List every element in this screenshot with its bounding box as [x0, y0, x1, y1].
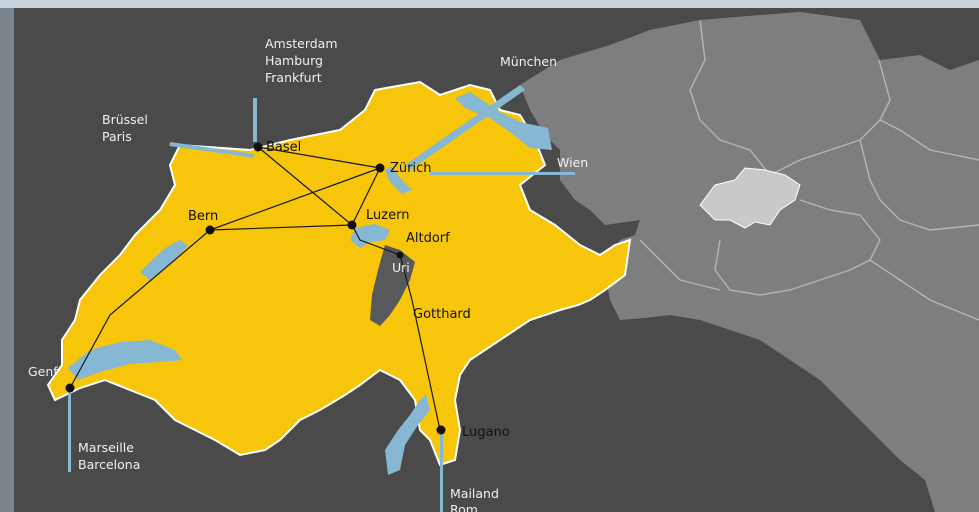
label-luzern: Luzern: [366, 208, 409, 223]
label-lugano: Lugano: [462, 425, 510, 440]
label-bruessel: Brüssel: [102, 112, 148, 127]
city-dots: [65, 142, 446, 435]
lake-geneva: [68, 340, 182, 380]
lugano-dot: [436, 425, 446, 435]
label-hamburg: Hamburg: [265, 53, 323, 68]
genf-dot: [65, 383, 75, 393]
label-amsterdam: Amsterdam: [265, 36, 338, 51]
label-frankfurt: Frankfurt: [265, 70, 322, 85]
basel-dot: [253, 142, 263, 152]
river-munich: [405, 85, 525, 170]
label-bern: Bern: [188, 209, 218, 224]
label-mailand: Mailand: [450, 486, 499, 501]
lake-zurich: [385, 166, 412, 194]
label-altdorf: Altdorf: [406, 231, 450, 246]
label-paris: Paris: [102, 129, 132, 144]
label-wien: Wien: [557, 155, 588, 170]
river-vienna: [430, 172, 575, 175]
river-north: [253, 98, 257, 142]
river-west: [169, 142, 255, 158]
zurich-dot: [375, 163, 385, 173]
top-strip: [0, 0, 979, 8]
rail-routes: [69, 146, 441, 431]
river-sw: [68, 392, 71, 472]
label-muenchen: München: [500, 54, 557, 69]
label-gotthard: Gotthard: [413, 307, 471, 322]
switzerland-minimap: [699, 167, 801, 229]
water-bodies: [68, 85, 575, 512]
europe-region: [520, 12, 979, 512]
lake-constance: [455, 92, 552, 150]
lake-lucerne: [350, 224, 390, 248]
switzerland-shape: [46, 80, 632, 467]
lake-maggiore: [385, 394, 430, 475]
luzern-dot: [347, 220, 357, 230]
europe-borders: [639, 19, 979, 321]
label-barcelona: Barcelona: [78, 457, 140, 472]
label-zurich: Zürich: [390, 161, 432, 176]
altdorf-dot: [396, 251, 404, 259]
label-rom: Rom: [450, 502, 478, 512]
label-basel: Basel: [266, 140, 301, 155]
left-strip: [0, 8, 14, 512]
river-south: [440, 432, 443, 512]
uri-canton: [370, 245, 415, 326]
label-genf: Genf: [28, 364, 58, 379]
label-uri: Uri: [392, 260, 410, 275]
label-marseille: Marseille: [78, 440, 134, 455]
bern-dot: [205, 225, 215, 235]
lake-neuchatel: [140, 240, 188, 280]
